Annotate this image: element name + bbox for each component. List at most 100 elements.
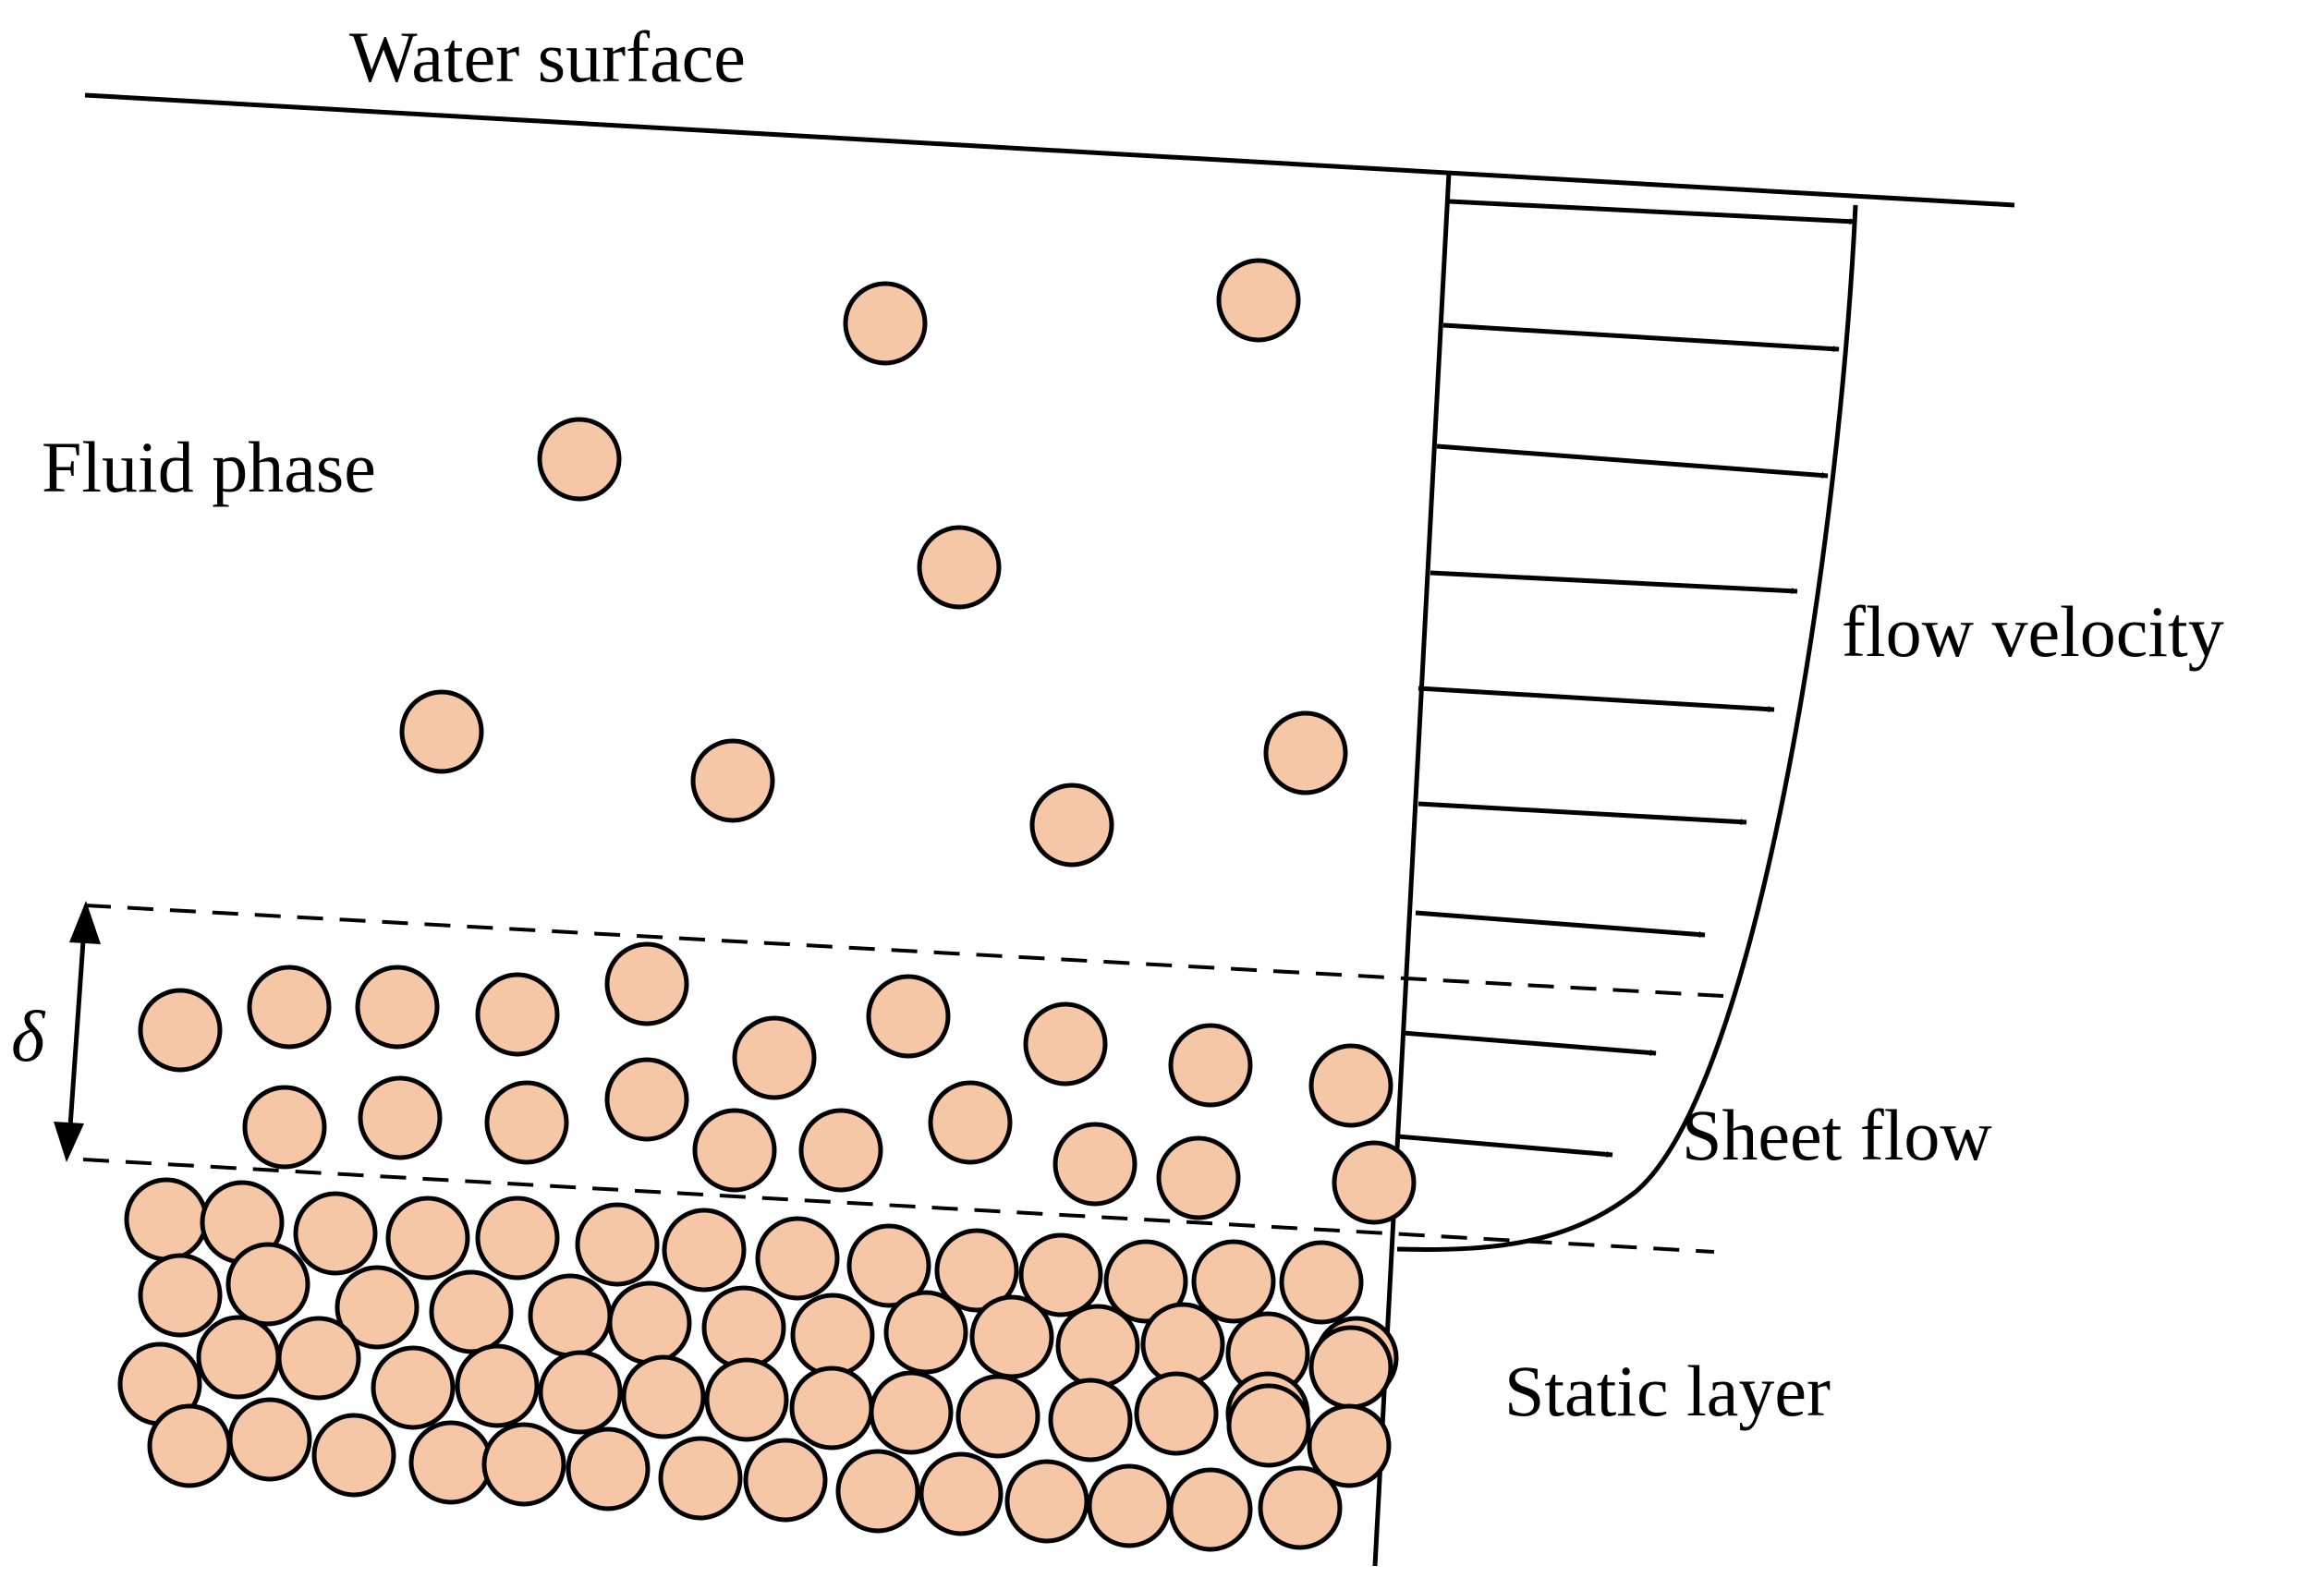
sediment-particle — [408, 1420, 493, 1505]
velocity-arrow — [1415, 910, 1706, 939]
sediment-particle — [607, 1281, 692, 1366]
sediment-particle — [604, 1057, 689, 1142]
sediment-particle — [789, 1366, 874, 1451]
sediment-particle — [969, 1294, 1054, 1379]
sediment-particle — [227, 1397, 312, 1482]
sediment-particle — [866, 974, 951, 1059]
sediment-particle — [293, 1191, 378, 1276]
sediment-particle — [1055, 1304, 1140, 1389]
sediment-particle — [1052, 1122, 1138, 1207]
sediment-particles — [117, 258, 1417, 1552]
sediment-particle — [385, 1196, 470, 1281]
sediment-particle — [755, 1216, 840, 1301]
sediment-particle — [1191, 1239, 1276, 1324]
sediment-particle — [1216, 258, 1301, 343]
sediment-particle — [484, 1080, 569, 1165]
sediment-particle — [692, 1108, 777, 1193]
fluid-phase-label: Fluid phase — [42, 427, 376, 507]
sediment-particle — [732, 1015, 817, 1100]
sediment-particle — [429, 1269, 514, 1354]
sediment-particle — [1308, 1325, 1393, 1410]
sediment-particle — [704, 1357, 789, 1442]
sediment-particle — [621, 1354, 706, 1439]
sediment-particle — [371, 1345, 456, 1430]
velocity-arrow — [1448, 199, 1856, 225]
velocity-arrow — [1396, 1134, 1613, 1158]
sediment-particle — [138, 1253, 223, 1338]
sediment-particle — [934, 1228, 1019, 1313]
sediment-particle — [843, 281, 928, 366]
sediment-particle — [1168, 1023, 1253, 1108]
sediment-particle — [1332, 1140, 1417, 1225]
sediment-particle — [358, 1075, 443, 1160]
sediment-particle — [566, 1426, 651, 1511]
delta-symbol: δ — [11, 996, 46, 1076]
sediment-particle — [242, 1085, 327, 1170]
sediment-particle — [604, 941, 689, 1026]
sediment-particle — [475, 1196, 560, 1281]
water-surface-label: Water surface — [349, 17, 746, 97]
sediment-particle — [919, 1451, 1004, 1536]
sediment-particle — [1004, 1459, 1089, 1544]
sediment-particle — [399, 689, 484, 774]
sediment-particle — [790, 1293, 875, 1378]
sediment-particle — [481, 1422, 566, 1507]
sediment-particle — [196, 1315, 281, 1400]
sediment-particle — [701, 1285, 786, 1370]
sediment-particle — [883, 1290, 968, 1375]
sediment-particle — [124, 1177, 209, 1262]
sediment-particle — [138, 988, 223, 1073]
sediment-particle — [538, 1350, 623, 1435]
velocity-profile-curve — [1396, 204, 1858, 1252]
sediment-particle — [528, 1273, 613, 1358]
sediment-particle — [928, 1080, 1013, 1165]
sediment-particle — [1156, 1135, 1241, 1220]
sediment-particle — [147, 1403, 232, 1488]
sediment-particle — [355, 965, 440, 1050]
sediment-particle — [537, 417, 622, 502]
sediment-particle — [1023, 1001, 1108, 1086]
sediment-particle — [690, 738, 775, 823]
sediment-particle — [798, 1108, 883, 1193]
sediment-particle — [276, 1316, 361, 1401]
sediment-particle — [575, 1202, 660, 1287]
sediment-particle — [955, 1374, 1040, 1459]
sediment-particle — [1308, 1043, 1393, 1128]
sediment-particle — [455, 1343, 540, 1428]
sediment-particle — [1226, 1383, 1311, 1468]
sheet-flow-label: Sheet flow — [1682, 1095, 1992, 1175]
sediment-particle — [846, 1223, 931, 1308]
sediment-particle — [247, 965, 332, 1050]
sediment-particle — [1029, 783, 1114, 868]
sediment-particle — [1279, 1240, 1364, 1325]
sediment-particle — [1168, 1467, 1253, 1552]
sheet-flow-bottom-dashed-line — [82, 1158, 1715, 1254]
sediment-particle — [1087, 1463, 1172, 1548]
sediment-particle — [1258, 1465, 1343, 1550]
sediment-particle — [335, 1265, 420, 1350]
velocity-arrow — [1402, 1030, 1657, 1056]
sediment-particle — [917, 525, 1002, 610]
sediment-particle — [1263, 710, 1348, 795]
sediment-particle — [662, 1208, 747, 1293]
sediment-particle — [1048, 1378, 1133, 1463]
velocity-arrow — [1430, 570, 1798, 595]
velocity-arrow — [1436, 443, 1829, 479]
sediment-particle — [475, 972, 560, 1057]
static-layer-label: Static layer — [1504, 1351, 1831, 1431]
sediment-particle — [869, 1370, 954, 1455]
sediment-particle — [658, 1436, 743, 1521]
delta-thickness-arrow — [54, 901, 101, 1162]
sediment-particle — [1018, 1232, 1103, 1317]
sediment-particle — [1307, 1403, 1392, 1488]
sediment-particle — [1134, 1371, 1219, 1456]
sediment-particle — [743, 1438, 828, 1523]
sediment-particle — [1103, 1239, 1188, 1324]
velocity-arrow — [1418, 801, 1747, 826]
sheet-flow-top-dashed-line — [84, 904, 1724, 998]
sediment-particle — [311, 1413, 396, 1498]
velocity-arrow — [1442, 322, 1840, 353]
water-surface-line — [84, 92, 2015, 208]
sediment-particle — [835, 1449, 920, 1534]
